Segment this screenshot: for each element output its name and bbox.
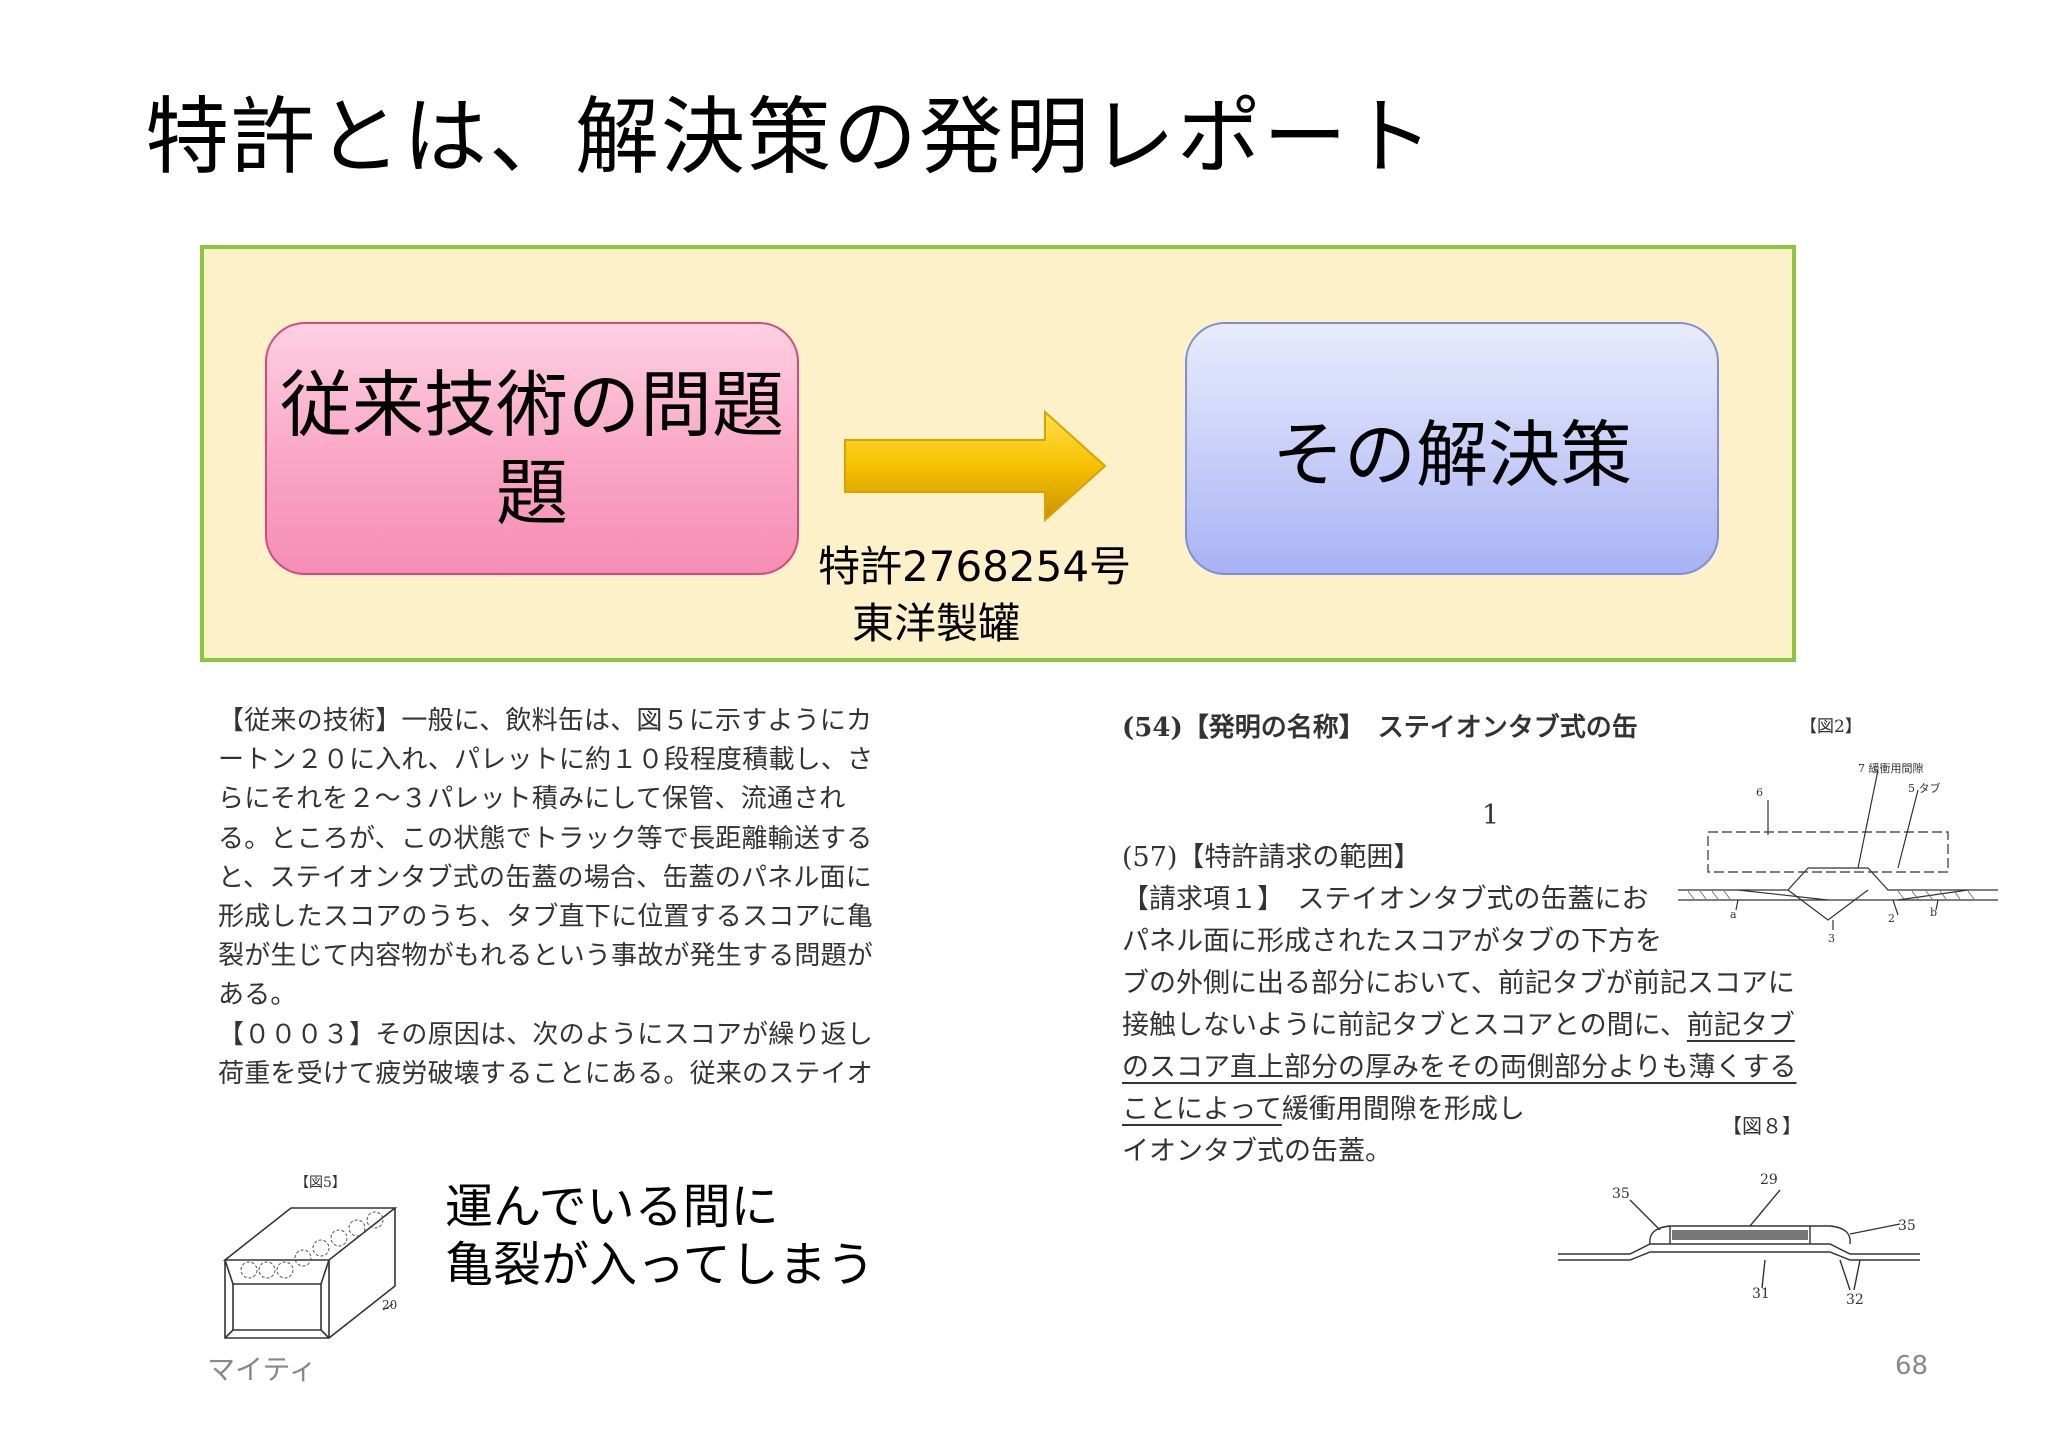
prior-art-line: る。ところが、この状態でトラック等で長距離輸送する bbox=[218, 823, 873, 854]
fig2-drawing bbox=[1678, 769, 1998, 930]
prior-art-line: らにそれを２～３パレット積みにして保管、流通され bbox=[218, 784, 846, 815]
fig2-callout: 3 bbox=[1828, 932, 1835, 945]
claim-line: 【請求項１】 ステイオンタブ式の缶蓋にお bbox=[1122, 884, 1649, 915]
fig2-callout: 7 緩衝用間隙 bbox=[1858, 762, 1924, 775]
fig8-callout: 32 bbox=[1846, 1292, 1864, 1308]
patent-company: 東洋製罐 bbox=[852, 599, 1021, 648]
claim-line-part: 緩衝用間隙を形成し bbox=[1281, 1094, 1525, 1125]
carton-figure bbox=[222, 1207, 398, 1339]
claim-line: パネル面に形成されたスコアがタブの下方を bbox=[1122, 926, 1662, 957]
fig5-ref: 20 bbox=[382, 1298, 398, 1312]
fig2-figure: 7 緩衝用間隙 5 タブ 6 a 3 2 b bbox=[1668, 750, 2008, 950]
prior-art-line: と、ステイオンタブ式の缶蓋の場合、缶蓋のパネル面に bbox=[218, 862, 872, 893]
fig8-callout: 31 bbox=[1752, 1286, 1770, 1302]
claim-line-underlined: 前記タブ bbox=[1686, 1010, 1795, 1041]
problem-label: 従来技術の問題 bbox=[279, 362, 784, 447]
fig2-callout: 2 bbox=[1888, 912, 1895, 925]
fig8-callout: 35 bbox=[1612, 1186, 1630, 1202]
right-arrow-icon bbox=[844, 409, 1107, 523]
claim-line: イオンタブ式の缶蓋。 bbox=[1122, 1136, 1392, 1167]
fig2-callout: b bbox=[1930, 906, 1938, 919]
fig2-callout: 6 bbox=[1756, 786, 1763, 799]
fig2-callout: 5 タブ bbox=[1908, 782, 1941, 795]
patent-number: 特許2768254号 bbox=[818, 542, 1132, 591]
patent-claims-excerpt: (54)【発明の名称】 ステイオンタブ式の缶 1 (57)【特許請求の範囲】 【… bbox=[1122, 710, 1842, 1190]
prior-art-line: 【０００３】その原因は、次のようにスコアが繰り返し bbox=[218, 1019, 874, 1050]
fig2-label: 【図2】 bbox=[1800, 717, 1862, 737]
transport-note-line: 亀裂が入ってしまう bbox=[445, 1237, 875, 1293]
prior-art-excerpt: 【従来の技術】一般に、飲料缶は、図５に示すようにカ ートン２０に入れ、パレットに… bbox=[218, 702, 874, 1102]
footer-author: マイティ bbox=[207, 1353, 317, 1386]
transport-note: 運んでいる間に 亀裂が入ってしまう bbox=[445, 1178, 875, 1294]
fig8-drawing bbox=[1558, 1189, 1920, 1291]
fig5-label: 【図5】 bbox=[295, 1175, 346, 1191]
solution-label: その解決策 bbox=[1271, 413, 1632, 497]
claim-line-underlined: ことによって bbox=[1122, 1094, 1282, 1125]
claim-line: 接触しないように前記タブとスコアとの間に、前記タブ bbox=[1122, 1008, 1795, 1044]
prior-art-line: 形成したスコアのうち、タブ直下に位置するスコアに亀 bbox=[218, 902, 874, 933]
slide-title: 特許とは、解決策の発明レポート bbox=[145, 88, 1436, 186]
solution-box: その解決策 bbox=[1185, 322, 1719, 575]
prior-art-line: 【従来の技術】一般に、飲料缶は、図５に示すようにカ bbox=[218, 706, 873, 736]
problem-label-wrap: 題 bbox=[495, 450, 568, 535]
page-number: 68 bbox=[1895, 1351, 1929, 1381]
fig8-figure: 35 29 35 31 32 bbox=[1550, 1172, 1930, 1318]
claims-scope-heading: (57)【特許請求の範囲】 bbox=[1122, 842, 1421, 873]
fig8-label: 【図８】 bbox=[1722, 1114, 1802, 1138]
claim-line: ブの外側に出る部分において、前記タブが前記スコアに bbox=[1122, 968, 1795, 999]
claims-page-number: 1 bbox=[1482, 800, 1500, 831]
invention-name: (54)【発明の名称】 ステイオンタブ式の缶 bbox=[1122, 713, 1638, 743]
fig8-callout: 35 bbox=[1898, 1218, 1916, 1234]
prior-art-line: ートン２０に入れ、パレットに約１０段程度積載し、さ bbox=[218, 745, 874, 776]
problem-box: 従来技術の問題 題 bbox=[265, 322, 799, 575]
claim-line: ことによって緩衝用間隙を形成し bbox=[1122, 1092, 1525, 1128]
prior-art-line: 裂が生じて内容物がもれるという事故が発生する問題が bbox=[218, 941, 874, 972]
claim-line-part: 接触しないように前記タブとスコアとの間に、 bbox=[1122, 1010, 1687, 1041]
fig2-callout: a bbox=[1730, 908, 1737, 921]
claim-line-underlined: のスコア直上部分の厚みをその両側部分よりも薄くする bbox=[1122, 1052, 1797, 1083]
fig8-callout: 29 bbox=[1760, 1172, 1778, 1188]
prior-art-line: ある。 bbox=[218, 980, 297, 1011]
prior-art-line: 荷重を受けて疲労破壊することにある。従来のステイオ bbox=[218, 1058, 874, 1089]
transport-note-line: 運んでいる間に bbox=[445, 1179, 779, 1235]
